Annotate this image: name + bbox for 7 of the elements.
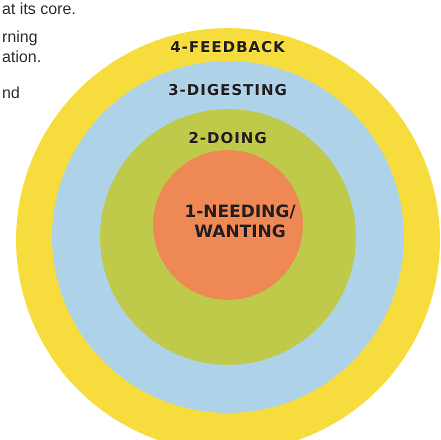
text-fragment: rning ation. <box>2 28 42 68</box>
ring-label: 3-DIGESTING <box>167 81 289 99</box>
text-fragment: nd <box>2 84 20 104</box>
ring-label: 2-DOING <box>187 129 269 147</box>
ring-label: 1-NEEDING/ WANTING <box>183 202 297 242</box>
text-fragment: at its core. <box>2 0 76 20</box>
ring-label: 4-FEEDBACK <box>169 38 287 56</box>
